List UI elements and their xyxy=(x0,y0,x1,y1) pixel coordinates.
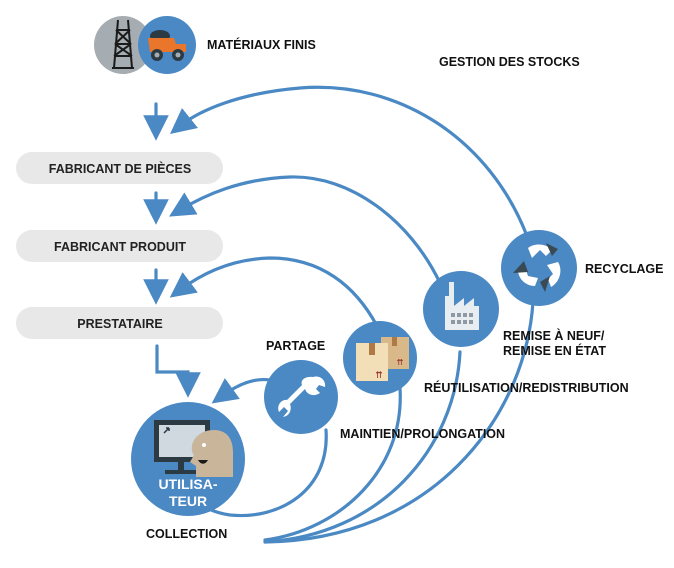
refurbish-return-arrow xyxy=(169,175,442,285)
maintenance-node xyxy=(264,360,338,434)
svg-text:⇈: ⇈ xyxy=(375,371,383,381)
recycling-circle xyxy=(501,230,577,306)
stage-label: FABRICANT PRODUIT xyxy=(54,240,186,254)
stage-prestataire: PRESTATAIRE xyxy=(16,307,223,339)
collection-curve-reuse xyxy=(263,386,402,542)
supply-chain-arrows xyxy=(143,102,201,398)
recycle-icon xyxy=(513,243,561,292)
mining-truck-glyph xyxy=(148,30,186,61)
reuse-node: ⇈ ⇈ xyxy=(343,321,417,395)
stage-pill xyxy=(16,307,223,339)
collection-label: COLLECTION xyxy=(146,527,227,541)
stage-fabricant-pieces: FABRICANT DE PIÈCES xyxy=(16,152,223,184)
stage-label: PRESTATAIRE xyxy=(77,317,162,331)
boxes-icon: ⇈ ⇈ xyxy=(356,337,409,381)
wrench-icon xyxy=(278,376,326,417)
raw-materials-group: MATÉRIAUX FINIS xyxy=(94,16,316,74)
recycling-return-arrow xyxy=(170,85,529,238)
collection-curve-recycling xyxy=(263,300,535,544)
maintenance-label: MAINTIEN/PROLONGATION xyxy=(340,427,505,441)
oil-derrick-glyph xyxy=(112,19,134,69)
recycling-label: RECYCLAGE xyxy=(585,262,663,276)
stage-label: FABRICANT DE PIÈCES xyxy=(49,161,191,176)
refurbish-label-line1: REMISE À NEUF/ xyxy=(503,328,605,343)
user-node: UTILISA- TEUR xyxy=(131,402,245,516)
user-label-line1: UTILISA- xyxy=(158,476,217,492)
recycling-node xyxy=(501,230,577,306)
user-label-line2: TEUR xyxy=(169,493,207,509)
refurbish-node xyxy=(423,271,499,347)
refurbish-label-line2: REMISE EN ÉTAT xyxy=(503,343,606,358)
reuse-return-arrow xyxy=(169,256,379,328)
sharing-label: PARTAGE xyxy=(266,339,325,353)
stage-fabricant-produit: FABRICANT PRODUIT xyxy=(16,230,223,262)
raw-materials-label: MATÉRIAUX FINIS xyxy=(207,37,316,52)
maintenance-return-arrow xyxy=(211,377,272,404)
reuse-label: RÉUTILISATION/REDISTRIBUTION xyxy=(424,380,629,395)
stage-pill xyxy=(16,230,223,262)
stage-pill xyxy=(16,152,223,184)
flow-lines xyxy=(169,85,535,544)
down-arrow-4 xyxy=(155,344,201,398)
factory-icon xyxy=(445,282,479,330)
maintenance-circle xyxy=(264,360,338,434)
svg-text:⇈: ⇈ xyxy=(397,358,404,367)
stock-management-label: GESTION DES STOCKS xyxy=(439,55,580,69)
collection-curve-refurbish xyxy=(263,350,462,544)
user-computer-icon xyxy=(154,420,233,477)
